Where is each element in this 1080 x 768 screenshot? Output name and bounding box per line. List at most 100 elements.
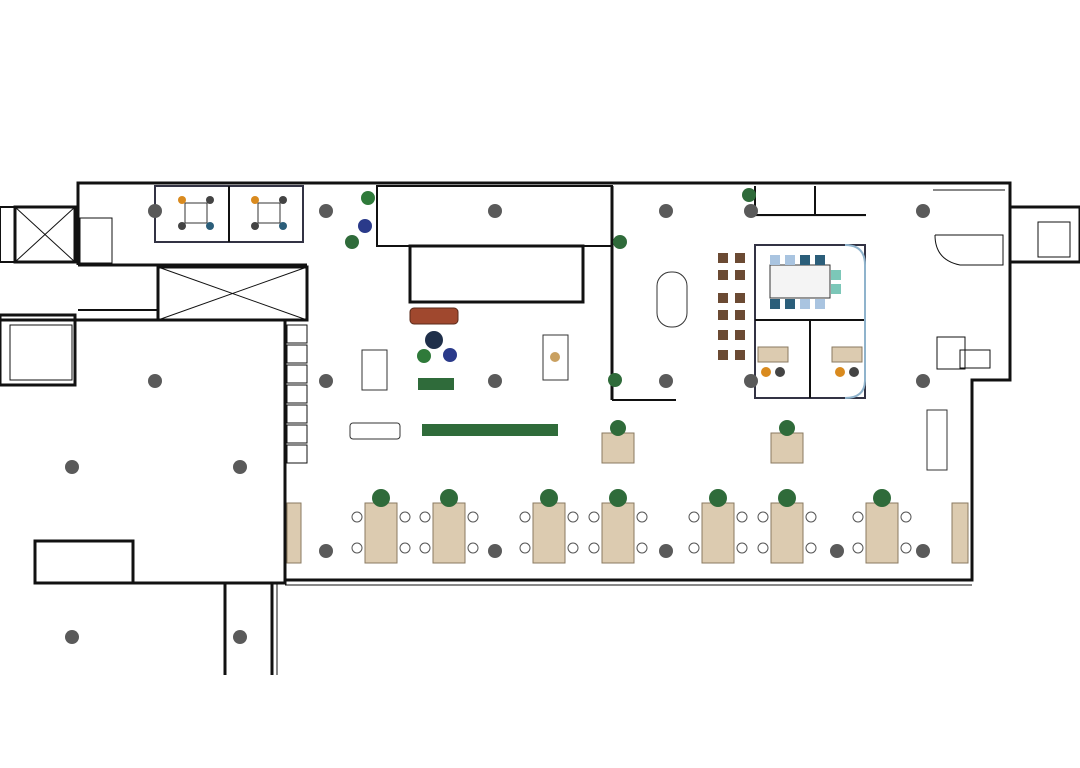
walls	[0, 181, 1080, 675]
restroom	[79, 217, 113, 264]
reception-sofa	[959, 349, 991, 369]
chair	[636, 542, 648, 554]
plant	[709, 489, 727, 507]
plant	[778, 489, 796, 507]
furniture	[178, 188, 969, 564]
chair	[900, 511, 912, 523]
office-desk	[831, 346, 863, 363]
desk-cluster	[951, 502, 969, 564]
chair	[519, 542, 531, 554]
stool	[735, 253, 745, 263]
chair	[419, 542, 431, 554]
desk-cluster	[432, 502, 466, 564]
glass-wall	[844, 244, 866, 399]
stool	[718, 330, 728, 340]
chair	[785, 255, 795, 265]
plant	[345, 235, 359, 249]
office-desk	[757, 346, 789, 363]
plant	[608, 373, 622, 387]
stool	[718, 350, 728, 360]
column	[319, 544, 333, 558]
stool	[718, 270, 728, 280]
chair	[567, 511, 579, 523]
stool	[735, 293, 745, 303]
sofa	[409, 307, 459, 325]
chair	[852, 511, 864, 523]
desk-cluster	[601, 502, 635, 564]
planter	[418, 378, 454, 390]
right-core	[1008, 205, 1080, 264]
stool	[718, 293, 728, 303]
window-niche	[286, 364, 308, 384]
chair	[399, 511, 411, 523]
column	[659, 544, 673, 558]
plant	[610, 420, 626, 436]
chair	[815, 299, 825, 309]
core-room-lower	[408, 244, 585, 304]
plant	[440, 489, 458, 507]
stool	[735, 330, 745, 340]
plant	[540, 489, 558, 507]
plant	[742, 188, 756, 202]
column	[319, 204, 333, 218]
column	[830, 544, 844, 558]
chair	[351, 542, 363, 554]
chair	[588, 542, 600, 554]
chair	[800, 299, 810, 309]
window-niche	[286, 384, 308, 404]
chair	[206, 196, 214, 204]
columns	[65, 204, 930, 644]
chair	[251, 196, 259, 204]
plant	[613, 235, 627, 249]
window-niche	[286, 404, 308, 424]
desk-cluster	[701, 502, 735, 564]
chair	[279, 196, 287, 204]
column	[233, 630, 247, 644]
stool	[735, 310, 745, 320]
left-service-inner	[9, 324, 73, 381]
sofa	[349, 422, 401, 440]
chair	[775, 367, 785, 377]
table-item	[550, 352, 560, 362]
column	[916, 374, 930, 388]
chair	[805, 542, 817, 554]
chair	[815, 255, 825, 265]
chair	[467, 511, 479, 523]
lounge-chair	[443, 348, 457, 362]
chair	[251, 222, 259, 230]
right-elevator	[1037, 221, 1071, 258]
chair	[849, 367, 859, 377]
plant	[372, 489, 390, 507]
desk-pair	[601, 432, 635, 464]
window-niche	[286, 444, 308, 464]
elevator-cross	[14, 206, 76, 263]
column	[659, 204, 673, 218]
planter	[422, 424, 558, 436]
chair	[519, 511, 531, 523]
chair	[761, 367, 771, 377]
lounge-chair	[417, 349, 431, 363]
chair	[805, 511, 817, 523]
window-niche	[286, 344, 308, 364]
chair	[279, 222, 287, 230]
chair	[588, 511, 600, 523]
table	[926, 409, 948, 471]
plant	[873, 489, 891, 507]
chair	[757, 511, 769, 523]
exterior-wall	[76, 181, 1012, 582]
column	[319, 374, 333, 388]
chair	[831, 284, 841, 294]
desk-cluster	[770, 502, 804, 564]
chair	[206, 222, 214, 230]
column	[488, 544, 502, 558]
column	[488, 374, 502, 388]
column	[65, 630, 79, 644]
chair	[852, 542, 864, 554]
plant	[361, 191, 375, 205]
cafe-table	[656, 271, 688, 328]
chair	[800, 255, 810, 265]
chair	[688, 542, 700, 554]
chair	[351, 511, 363, 523]
chair	[467, 542, 479, 554]
